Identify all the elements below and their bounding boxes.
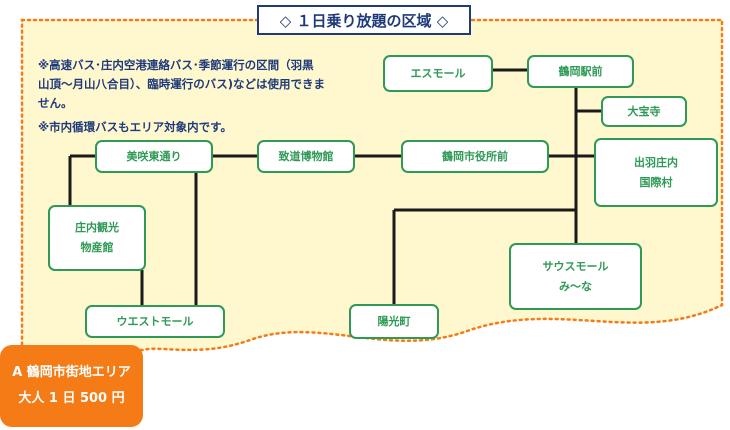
stop-yoko-cho: 陽光町 [349,304,439,339]
stop-south-label-2: み～な [559,279,592,293]
area-fare-badge: A 鶴岡市街地エリア 大人 1 日 500 円 [0,345,143,427]
stop-tsuruoka-station-label: 鶴岡駅前 [558,64,603,78]
stop-south-mall-mina: サウスモール み～な [509,243,642,310]
stop-shonai-kanko-bussankan: 庄内観光 物産館 [48,205,146,271]
stop-west-mall: ウエストモール [85,305,225,338]
bus-route-lines [68,68,602,306]
stop-city-hall-label: 鶴岡市役所前 [442,149,508,163]
stop-misaki-label: 美咲東通り [126,149,182,163]
note-line-2: 山頂～月山八合目）、臨時運行のバス)などは使用できま [38,77,326,91]
stop-museum-label: 致道博物館 [278,149,334,163]
stop-dewa-shonai-kokusaimura: 出羽庄内 国際村 [594,138,718,207]
area-name: A 鶴岡市街地エリア [12,365,131,380]
stop-south-label-1: サウスモール [542,259,609,273]
stop-tsuruoka-station: 鶴岡駅前 [527,55,634,88]
stop-s-mall: エスモール [383,55,493,92]
stop-yoko-label: 陽光町 [377,314,411,328]
stop-kanko-label-1: 庄内観光 [75,221,119,234]
stop-s-mall-label: エスモール [410,66,466,80]
stop-kanko-label-2: 物産館 [80,241,114,254]
stop-dewa-label-2: 国際村 [639,175,673,189]
note-line-1: ※高速バス･庄内空港連絡バス･季節運行の区間（羽黒 [38,58,314,72]
area-fare: 大人 1 日 500 円 [18,391,125,406]
zone-title: ◇ １日乗り放題の区域 ◇ [257,5,471,35]
stop-dewa-label-1: 出羽庄内 [634,155,678,169]
note-line-4: ※市内循環バスもエリア対象内です。 [38,120,233,134]
stop-chido-museum: 致道博物館 [257,140,355,173]
stop-west-mall-label: ウエストモール [116,314,194,328]
stop-misaki-higashi-dori: 美咲東通り [95,140,213,173]
note-line-3: せん。 [38,96,73,110]
stop-city-hall: 鶴岡市役所前 [401,140,549,173]
stop-daihoji: 大宝寺 [601,96,687,127]
stop-daihoji-label: 大宝寺 [627,104,661,118]
